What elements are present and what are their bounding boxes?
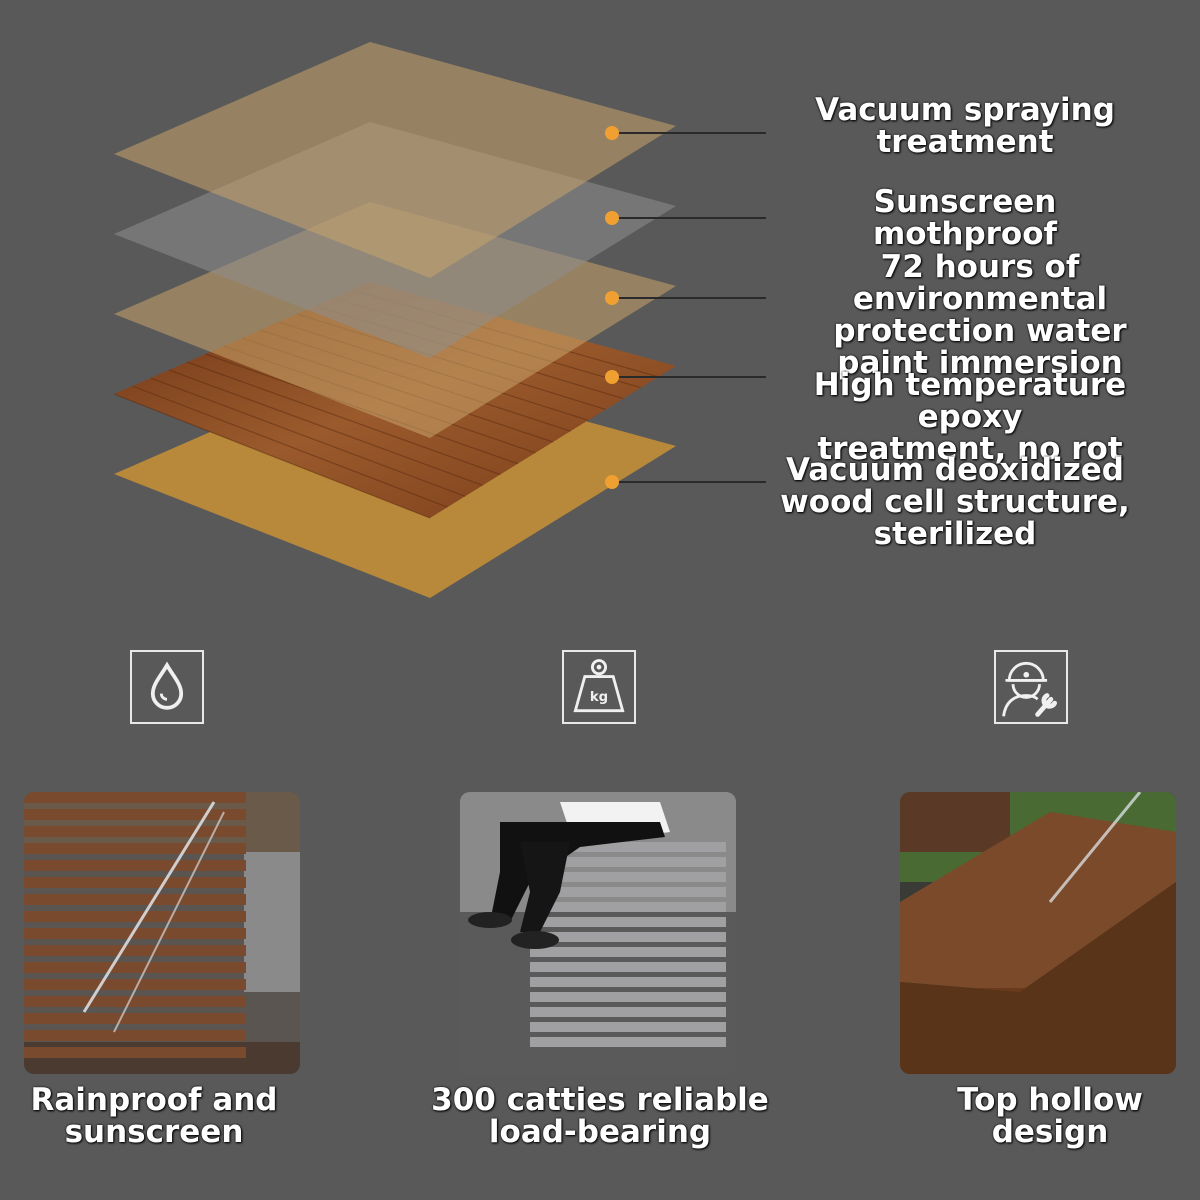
slat: [530, 842, 726, 852]
leader-dot-5: [605, 475, 619, 489]
slat: [24, 911, 246, 922]
slat: [530, 887, 726, 897]
slat: [530, 977, 726, 987]
slat: [24, 1047, 246, 1058]
slat: [530, 1037, 726, 1047]
slat: [24, 860, 246, 871]
slat: [24, 928, 246, 939]
slat: [530, 947, 726, 957]
slat: [24, 843, 246, 854]
slat: [530, 917, 726, 927]
layer-label-1: Vacuum spraying treatment: [815, 92, 1115, 160]
leader-dot-4: [605, 370, 619, 384]
kg-weight-icon: kg: [562, 650, 636, 724]
worker-wrench-icon: [994, 650, 1068, 724]
svg-text:kg: kg: [590, 690, 608, 705]
slat: [530, 902, 726, 912]
slat: [24, 945, 246, 956]
wood-grain-line: [150, 377, 466, 497]
slat: [530, 1007, 726, 1017]
slat: [530, 1022, 726, 1032]
slat: [530, 992, 726, 1002]
wood-grain-line: [168, 369, 483, 486]
feature-caption-1: Rainproof and sunscreen: [30, 1082, 278, 1150]
slat: [24, 962, 246, 973]
slat: [530, 872, 726, 882]
slat: [24, 1013, 246, 1024]
layer-label-2: Sunscreen mothproof: [872, 184, 1058, 252]
slat: [24, 894, 246, 905]
leader-dot-2: [605, 211, 619, 225]
top-hollow-photo: [900, 792, 1176, 1074]
layer-label-3: 72 hours of environmental protection wat…: [833, 249, 1127, 381]
slat: [24, 996, 246, 1007]
slat: [24, 877, 246, 888]
slat: [24, 979, 246, 990]
feature-caption-2: 300 catties reliable load-bearing: [431, 1082, 769, 1150]
leader-dot-1: [605, 126, 619, 140]
wood-grain-line: [132, 385, 448, 508]
feature-caption-3: Top hollow design: [957, 1082, 1143, 1150]
layer-stack-diagram: [113, 42, 766, 598]
layer-label-4: High temperature epoxy treatment, no rot: [813, 367, 1127, 467]
rainproof-photo: [24, 792, 300, 1074]
wood-grain-line: [186, 361, 501, 476]
load-bearing-photo: [460, 792, 736, 1074]
slat: [24, 809, 246, 820]
slat: [530, 932, 726, 942]
slat: [24, 1030, 246, 1041]
slat: [24, 826, 246, 837]
layer-plate-1: [114, 42, 676, 278]
leader-dot-3: [605, 291, 619, 305]
slat: [530, 962, 726, 972]
layer-label-5: Vacuum deoxidized wood cell structure, s…: [780, 452, 1130, 552]
slat: [24, 792, 246, 803]
slat: [530, 857, 726, 867]
water-drop-icon: [130, 650, 204, 724]
wood-grain-line: [113, 393, 431, 519]
